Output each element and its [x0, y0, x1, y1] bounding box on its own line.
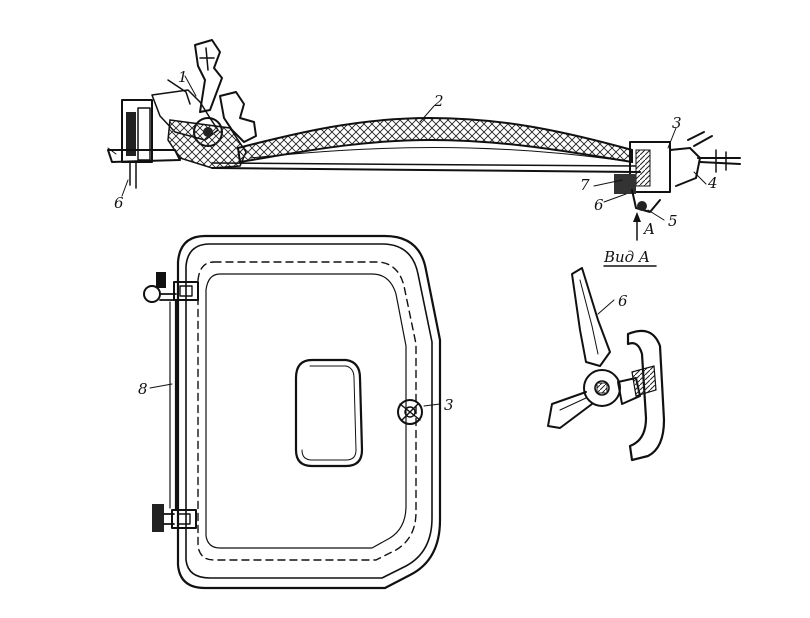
leader-6-view	[597, 299, 615, 315]
label-3: 3	[672, 114, 682, 132]
view-arrow-a	[633, 212, 641, 241]
view-a-detail	[547, 265, 666, 462]
hinge-assembly-left	[107, 39, 257, 189]
label-6-mid: 6	[594, 196, 604, 214]
label-6-view: 6	[618, 292, 628, 310]
leader-8	[149, 383, 173, 389]
label-5: 5	[668, 212, 678, 230]
label-2: 2	[433, 92, 444, 110]
label-4: 4	[707, 174, 718, 192]
label-a: A	[642, 220, 655, 238]
label-1: 1	[178, 68, 188, 86]
hatch-side-section	[107, 39, 741, 241]
hatch-window	[294, 358, 364, 468]
callout-labels: 1 2 3 4 5 6 6 7 A Вид A 6 8 3	[114, 68, 718, 414]
hatch-plan-view	[143, 234, 442, 590]
latch-knob	[397, 399, 423, 425]
leader-3-door	[423, 403, 441, 407]
label-7: 7	[580, 176, 590, 194]
view-a-title: Вид A	[603, 248, 650, 266]
cover-panel	[211, 116, 641, 173]
hinge-top	[143, 272, 199, 303]
hinge-rod	[169, 298, 178, 512]
leader-lines-top	[107, 75, 707, 221]
label-8: 8	[138, 380, 148, 398]
label-6-left: 6	[114, 194, 124, 212]
latch-assembly-right	[614, 131, 741, 213]
hinge-bottom	[152, 504, 197, 532]
label-3-door: 3	[444, 396, 454, 414]
